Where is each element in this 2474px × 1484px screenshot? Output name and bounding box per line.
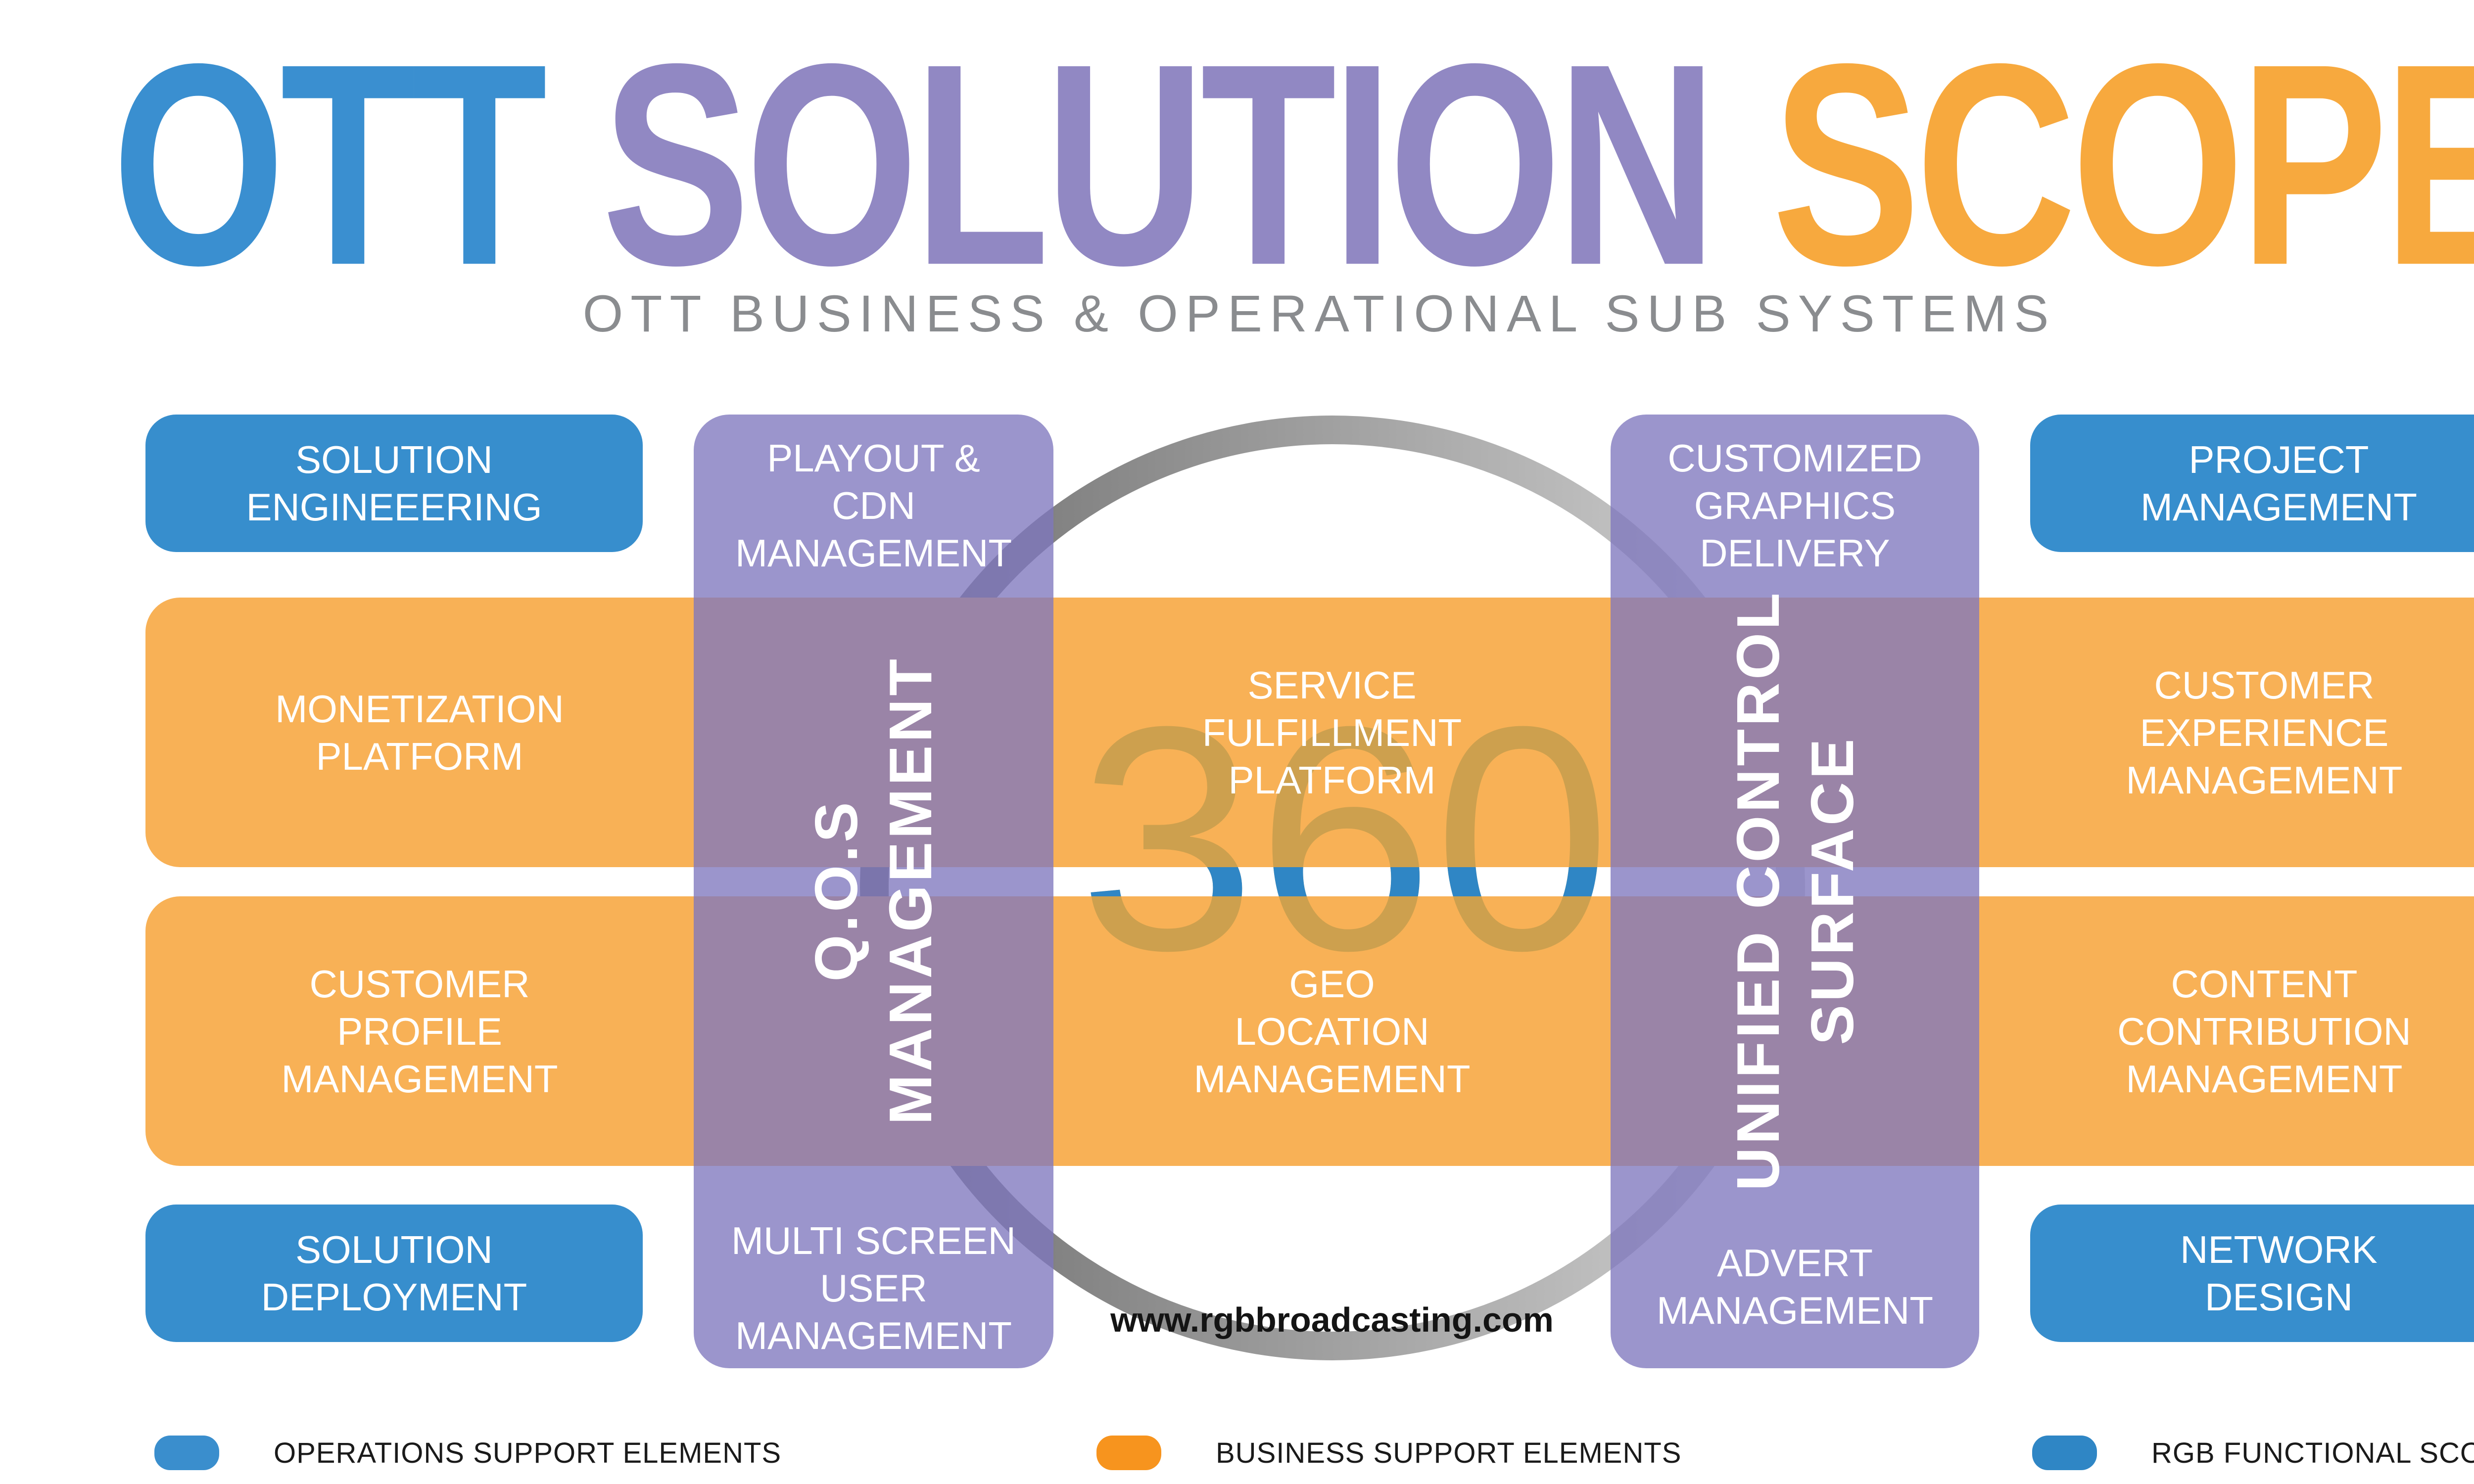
label-service-fulfillment-platform: SERVICE FULFILLMENT PLATFORM — [1202, 663, 1462, 802]
vertical-label-qos-management: Q.O.S MANAGEMENT — [803, 656, 944, 1125]
business-band-row2 — [145, 896, 2474, 1166]
title-word-scope: SCOPE — [1772, 4, 2474, 325]
label-playout-cdn-management: PLAYOUT & CDN MANAGEMENT — [735, 436, 1012, 575]
label-geo-location-management: GEO LOCATION MANAGEMENT — [1193, 962, 1471, 1101]
website-url: www.rgbbroadcasting.com — [1110, 1300, 1554, 1339]
label-multi-screen-user-management: MULTI SCREEN USER MANAGEMENT — [731, 1219, 1016, 1357]
legend-label: OPERATIONS SUPPORT ELEMENTS — [274, 1437, 782, 1469]
label-customer-experience-management: CUSTOMER EXPERIENCE MANAGEMENT — [2126, 663, 2403, 802]
page-subtitle: OTT BUSINESS & OPERATIONAL SUB SYSTEMS — [582, 285, 2056, 343]
watermark-360-blue-slice: 360 — [949, 867, 1741, 896]
label-customized-graphics-delivery: CUSTOMIZED GRAPHICS DELIVERY — [1667, 436, 1922, 575]
title-word-solution: SOLUTION — [602, 4, 1717, 325]
legend-swatch-blue — [154, 1436, 219, 1470]
box-solution-engineering: SOLUTION ENGINEEERING — [145, 415, 643, 552]
label-customer-profile-management: CUSTOMER PROFILE MANAGEMENT — [281, 962, 558, 1101]
vertical-label-unified-control-surface: UNIFIED CONTROL SURFACE — [1724, 590, 1866, 1191]
purple-column-unified-control — [1611, 415, 1979, 1368]
legend-label: BUSINESS SUPPORT ELEMENTS — [1216, 1437, 1682, 1469]
business-band-row1 — [145, 598, 2474, 867]
legend-operations-support: OPERATIONS SUPPORT ELEMENTS — [154, 1436, 781, 1470]
label-content-contribution-management: CONTENT CONTRIBUTION MANAGEMENT — [2117, 962, 2411, 1101]
watermark-360: 360 — [1078, 660, 1612, 1017]
box-network-design-label: NETWORK DESIGN — [2180, 1228, 2378, 1319]
legend-business-support: BUSINESS SUPPORT ELEMENTS — [1096, 1436, 1681, 1470]
legend-swatch-orange — [1096, 1436, 1161, 1470]
legend-swatch-blue-2 — [2032, 1436, 2097, 1470]
label-monetization-platform: MONETIZATION PLATFORM — [275, 687, 564, 778]
box-solution-deployment: SOLUTION DEPLOYMENT — [145, 1205, 643, 1342]
legend-label: RGB FUNCTIONAL SCOPE — [2151, 1437, 2474, 1469]
title-word-ott: OTT — [112, 4, 547, 325]
box-network-design: NETWORK DESIGN — [2030, 1205, 2474, 1342]
label-advert-management: ADVERT MANAGEMENT — [1656, 1241, 1934, 1332]
box-solution-deployment-label: SOLUTION DEPLOYMENT — [261, 1228, 527, 1319]
box-project-management: PROJECT MANAGEMENT — [2030, 415, 2474, 552]
purple-column-qos — [694, 415, 1053, 1368]
box-project-management-label: PROJECT MANAGEMENT — [2140, 438, 2418, 529]
box-solution-engineering-label: SOLUTION ENGINEEERING — [246, 438, 542, 529]
legend-rgb-functional-scope: RGB FUNCTIONAL SCOPE — [2032, 1436, 2474, 1470]
